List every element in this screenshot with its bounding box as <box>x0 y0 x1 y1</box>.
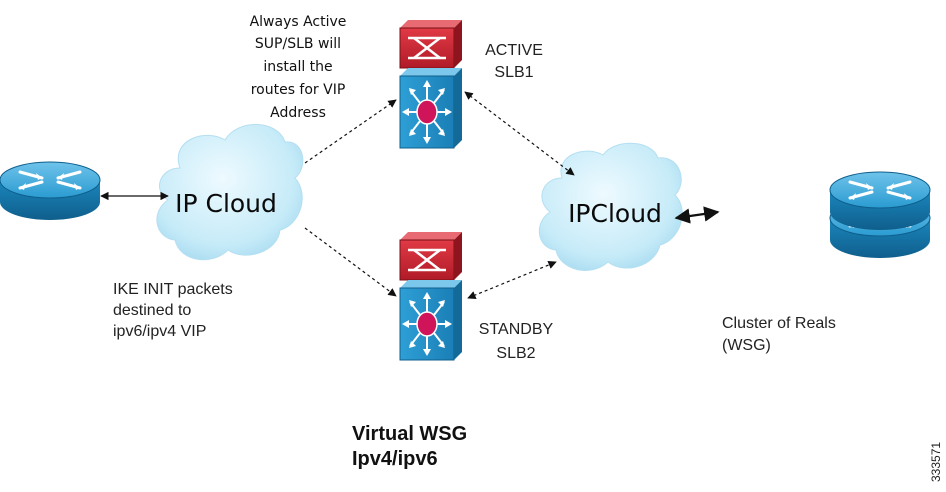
cloud-to-cluster-link <box>674 206 720 224</box>
svg-text:SLB1: SLB1 <box>494 64 533 81</box>
left-router-icon <box>0 160 102 222</box>
left-ip-cloud: IP Cloud <box>156 124 304 261</box>
ike-init-note: IKE INIT packets destined to ipv6/ipv4 V… <box>113 281 233 340</box>
svg-text:Ipv4/ipv6: Ipv4/ipv6 <box>352 448 438 470</box>
svg-text:SLB2: SLB2 <box>496 345 535 362</box>
standby-switch-icon <box>398 230 464 362</box>
svg-text:destined to: destined to <box>113 302 191 319</box>
active-to-cloud-link <box>464 91 575 176</box>
standby-slb-label: STANDBY SLB2 <box>479 321 554 362</box>
cloud-to-standby-link <box>304 227 397 297</box>
svg-text:SUP/SLB will: SUP/SLB will <box>255 36 341 52</box>
figure-id: 333571 <box>929 442 943 482</box>
diagram-title: Virtual WSG Ipv4/ipv6 <box>352 423 467 470</box>
svg-text:ipv6/ipv4 VIP: ipv6/ipv4 VIP <box>113 323 206 340</box>
svg-text:(WSG): (WSG) <box>722 337 771 354</box>
standby-to-cloud-link <box>467 260 557 300</box>
cloud-to-active-link <box>304 99 397 164</box>
active-switch-icon <box>398 18 464 150</box>
svg-text:Virtual WSG: Virtual WSG <box>352 423 467 445</box>
active-slb-label: ACTIVE SLB1 <box>485 42 543 81</box>
svg-text:install the: install the <box>263 59 332 75</box>
cluster-of-reals-note: Cluster of Reals (WSG) <box>722 315 836 354</box>
svg-text:Cluster of Reals: Cluster of Reals <box>722 315 836 332</box>
svg-text:routes for VIP: routes for VIP <box>251 82 346 98</box>
svg-text:IKE INIT packets: IKE INIT packets <box>113 281 233 298</box>
left-cloud-label: IP Cloud <box>175 189 277 218</box>
svg-text:STANDBY: STANDBY <box>479 321 554 338</box>
always-active-note: Always Active SUP/SLB will install the r… <box>250 14 347 121</box>
connections <box>100 91 720 300</box>
right-cloud-label: IPCloud <box>568 199 662 228</box>
right-ip-cloud: IPCloud <box>538 142 683 271</box>
svg-text:Address: Address <box>270 105 326 121</box>
svg-text:Always Active: Always Active <box>250 14 347 30</box>
svg-text:ACTIVE: ACTIVE <box>485 42 543 59</box>
router-stack-icon <box>828 170 932 260</box>
